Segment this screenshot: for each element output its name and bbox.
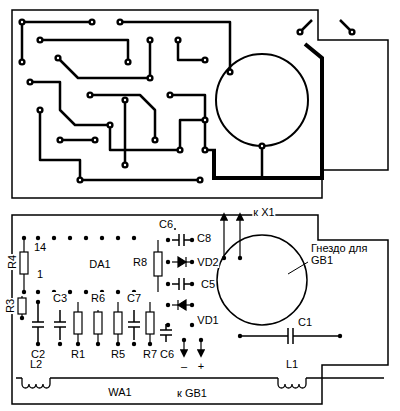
part-label: R6 xyxy=(90,292,106,304)
ground-trace xyxy=(214,44,322,178)
part-note: Гнездо для GB1 xyxy=(310,242,374,266)
part-label: VD2 xyxy=(196,256,219,268)
copper-traces xyxy=(22,22,230,180)
part-label: + xyxy=(197,360,205,372)
part-label: C7 xyxy=(126,292,142,304)
part-label: DA1 xyxy=(88,258,111,270)
antenna-trace xyxy=(16,377,384,379)
part-label: к GB1 xyxy=(176,387,208,399)
copper-pads xyxy=(18,18,355,183)
part-label: к X1 xyxy=(252,206,275,218)
battery-socket-copper xyxy=(216,54,308,146)
part-label: C1 xyxy=(297,316,313,328)
part-label: L2 xyxy=(29,358,43,370)
coil-symbol xyxy=(22,384,306,388)
leader-line xyxy=(288,262,308,274)
wire-arrow xyxy=(184,214,240,356)
contact-strips xyxy=(300,20,352,32)
part-label: R4 xyxy=(6,254,18,270)
part-label: R7 xyxy=(142,348,158,360)
board-outline xyxy=(12,215,388,404)
part-label: C6 xyxy=(158,218,174,230)
part-label: 14 xyxy=(33,241,47,253)
socket-lead xyxy=(261,146,264,176)
part-label: C3 xyxy=(52,292,68,304)
capacitor-symbol xyxy=(32,229,340,344)
resistor-symbol xyxy=(18,238,162,344)
part-label: C5 xyxy=(200,278,216,290)
battery-socket xyxy=(217,235,307,325)
part-label: WA1 xyxy=(107,386,132,398)
part-label: – xyxy=(180,360,188,372)
board-outline xyxy=(12,10,388,198)
coil-lead xyxy=(22,378,306,384)
part-label: C6 xyxy=(159,348,175,360)
part-label: R1 xyxy=(70,348,86,360)
part-label: R5 xyxy=(110,348,126,360)
part-label: VD1 xyxy=(196,314,219,326)
part-label: 1 xyxy=(36,268,44,280)
component-pads xyxy=(20,236,342,346)
part-label: L1 xyxy=(285,358,299,370)
part-label: C8 xyxy=(196,232,212,244)
diode-symbol xyxy=(172,257,190,310)
part-label: R8 xyxy=(132,256,148,268)
part-label: R3 xyxy=(4,298,16,314)
